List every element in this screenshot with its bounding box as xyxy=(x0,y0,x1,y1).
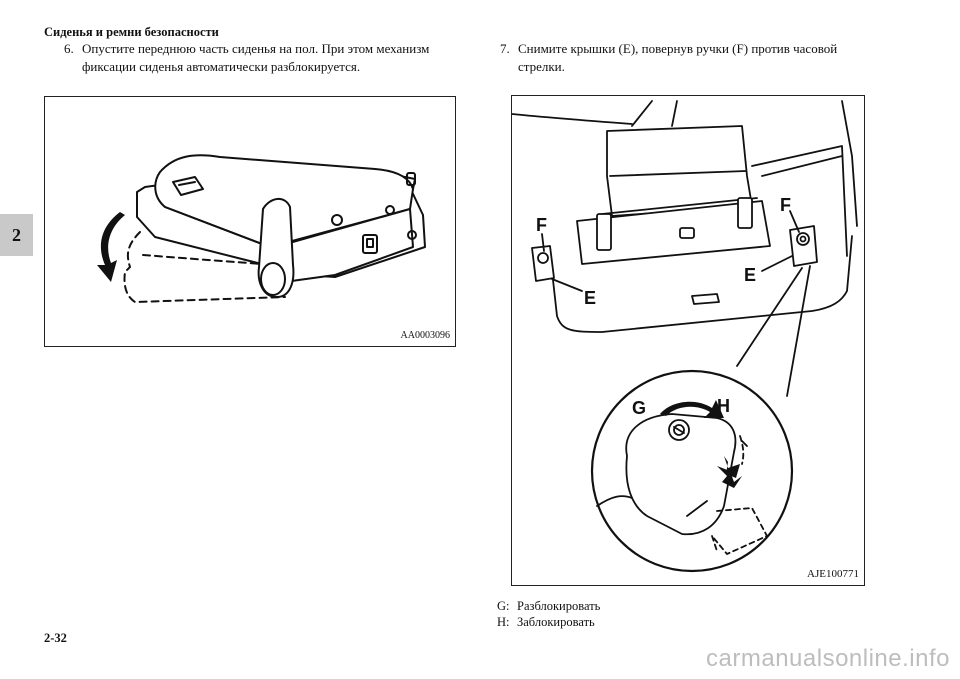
step-6-text: Опустите переднюю часть сиденья на пол. … xyxy=(82,41,430,74)
cover-removal-illustration: F F E E G H xyxy=(512,100,858,573)
callout-e-right: E xyxy=(744,265,756,285)
figure-legend: G: Разблокировать H: Заблокировать xyxy=(497,598,600,630)
page-number: 2-32 xyxy=(44,631,67,645)
figure-code: AJE100771 xyxy=(807,568,859,580)
step-7: 7. Снимите крышки (E), повернув ручки (F… xyxy=(500,40,870,76)
callout-f-left: F xyxy=(536,215,547,235)
legend-text: Заблокировать xyxy=(517,615,595,629)
callout-f-right: F xyxy=(780,195,791,215)
seat-fold-figure: AA0003096 xyxy=(44,96,456,347)
step-7-number: 7. xyxy=(500,41,510,56)
callout-h: H xyxy=(717,396,730,416)
seat-fold-illustration xyxy=(97,154,426,303)
watermark[interactable]: carmanualsonline.info xyxy=(706,645,950,672)
step-7-text: Снимите крышки (E), повернув ручки (F) п… xyxy=(518,41,838,74)
legend-item-h: H: Заблокировать xyxy=(497,614,600,630)
step-6: 6. Опустите переднюю часть сиденья на по… xyxy=(64,40,454,76)
step-6-number: 6. xyxy=(64,41,74,56)
legend-text: Разблокировать xyxy=(517,599,601,613)
callout-e-left: E xyxy=(584,288,596,308)
chapter-tab[interactable]: 2 xyxy=(0,214,33,256)
legend-key: H: xyxy=(497,615,510,629)
section-header: Сиденья и ремни безопасности xyxy=(44,25,219,39)
cover-removal-figure: F F E E G H AJE100771 xyxy=(511,95,865,586)
figure-code: AA0003096 xyxy=(400,330,450,341)
legend-item-g: G: Разблокировать xyxy=(497,598,600,614)
callout-g: G xyxy=(632,398,646,418)
legend-key: G: xyxy=(497,599,510,613)
